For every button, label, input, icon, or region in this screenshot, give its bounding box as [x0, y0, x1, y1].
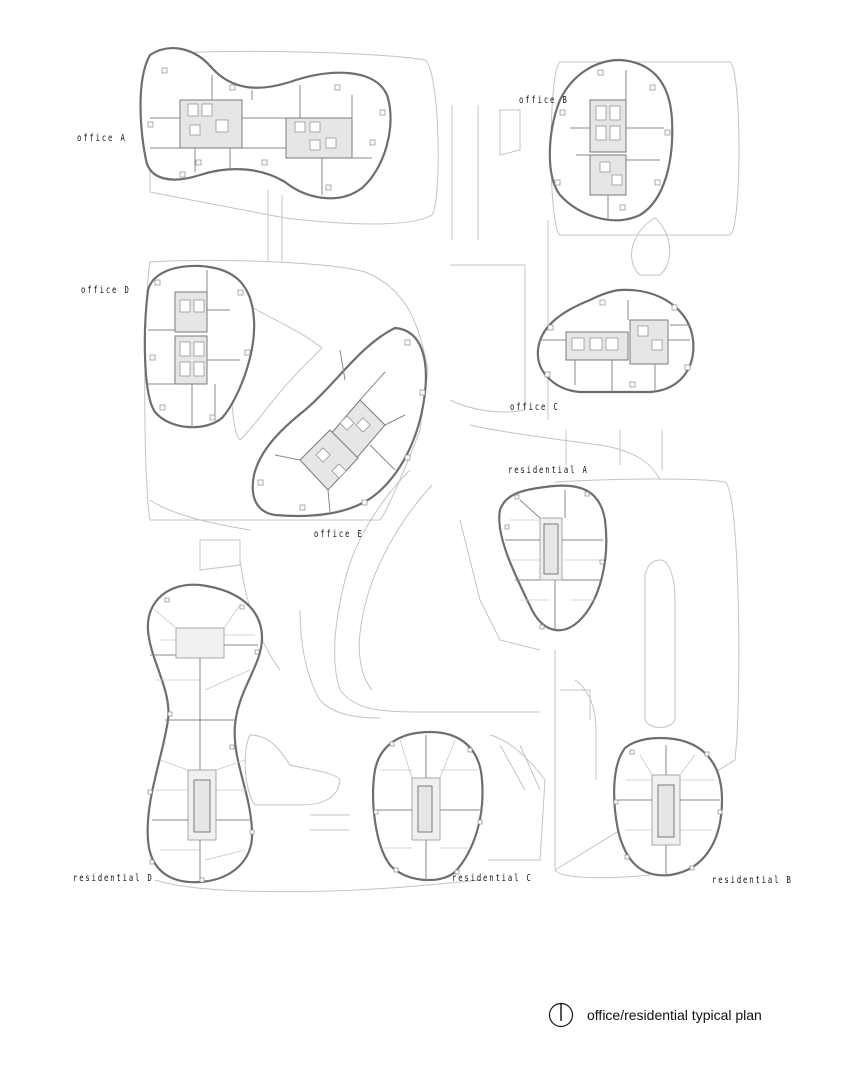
label-office-a: office A: [77, 133, 127, 144]
building-office-d: [143, 264, 256, 429]
label-office-b: office B: [519, 95, 569, 106]
label-residential-d: residential D: [73, 873, 154, 884]
legend: office/residential typical plan: [548, 1000, 762, 1030]
label-residential-a: residential A: [508, 465, 589, 476]
building-residential-b: [613, 736, 724, 877]
building-office-a: [139, 47, 392, 200]
building-residential-c: [372, 730, 484, 882]
building-residential-d: [146, 583, 264, 884]
label-office-c: office C: [510, 402, 560, 413]
building-office-b: [548, 58, 674, 222]
building-office-c: [536, 288, 695, 394]
building-office-e: [251, 326, 427, 518]
label-residential-c: residential C: [452, 873, 533, 884]
label-office-d: office D: [81, 285, 131, 296]
label-office-e: office E: [314, 529, 364, 540]
legend-title: office/residential typical plan: [587, 1007, 762, 1023]
building-residential-a: [498, 484, 608, 632]
label-residential-b: residential B: [712, 875, 793, 886]
north-arrow-icon: [548, 1002, 574, 1028]
